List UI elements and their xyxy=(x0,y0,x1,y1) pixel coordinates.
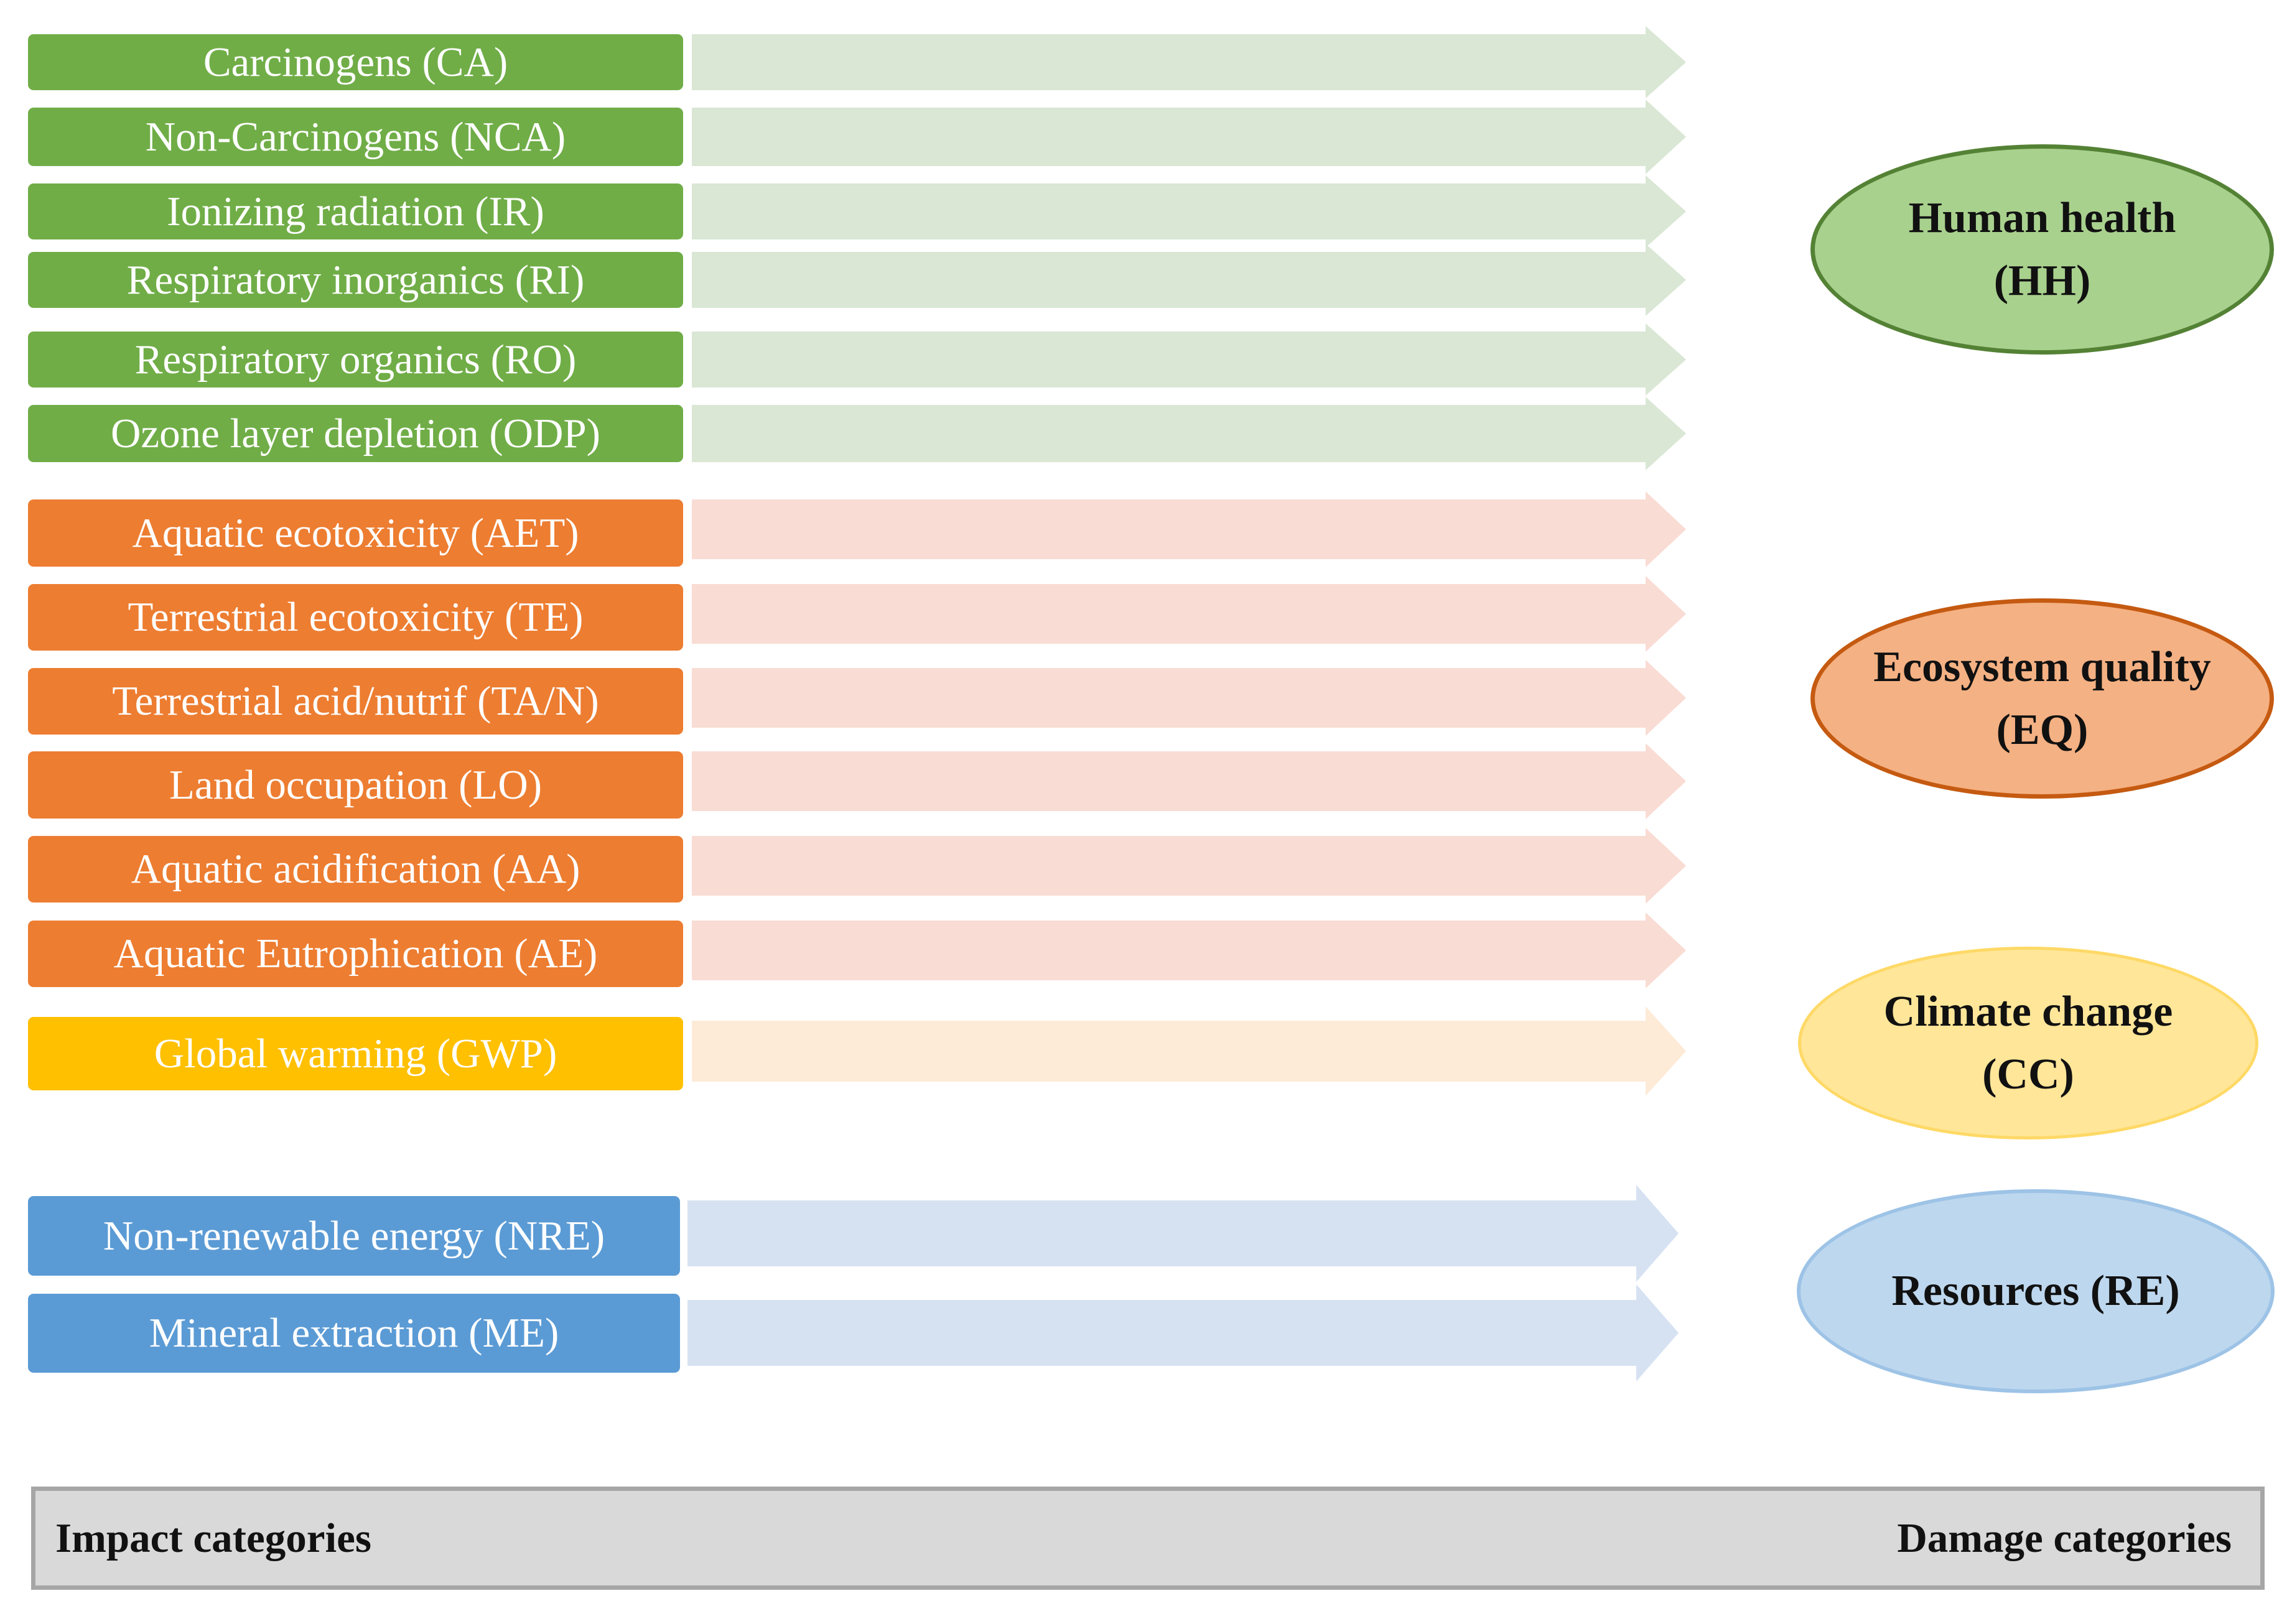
damage-human-health-name: Human health xyxy=(1908,193,2176,242)
damage-climate-change-code: (CC) xyxy=(1982,1051,2074,1098)
damage-ecosystem-quality-code: (EQ) xyxy=(1996,706,2089,754)
category-legend-bar: Impact categories Damage categories xyxy=(31,1487,2265,1590)
arrow-terrestrial-acid-nutrif xyxy=(692,660,1686,736)
arrow-respiratory-inorganics xyxy=(692,244,1686,316)
impact-land-occupation: Land occupation (LO) xyxy=(28,751,683,819)
arrow-non-carcinogens xyxy=(692,100,1686,174)
damage-ecosystem-quality: Ecosystem quality (EQ) xyxy=(1810,598,2274,799)
damage-climate-change: Climate change (CC) xyxy=(1798,947,2258,1139)
impact-ionizing-radiation: Ionizing radiation (IR) xyxy=(28,183,683,239)
arrow-mineral-extraction xyxy=(687,1284,1679,1381)
impact-aquatic-ecotoxicity: Aquatic ecotoxicity (AET) xyxy=(28,499,683,567)
impact-respiratory-inorganics: Respiratory inorganics (RI) xyxy=(28,252,683,308)
impact-ozone-depletion: Ozone layer depletion (ODP) xyxy=(28,405,683,462)
impact-terrestrial-acid-nutrif: Terrestrial acid/nutrif (TA/N) xyxy=(28,668,683,735)
arrow-respiratory-organics xyxy=(692,323,1686,396)
damage-resources-name: Resources (RE) xyxy=(1891,1267,2180,1315)
damage-categories-label: Damage categories xyxy=(1897,1515,2232,1561)
impact-categories-label: Impact categories xyxy=(55,1515,371,1561)
impact-global-warming: Global warming (GWP) xyxy=(28,1017,683,1090)
impact-non-carcinogens: Non-Carcinogens (NCA) xyxy=(28,108,683,166)
impact-terrestrial-ecotoxicity: Terrestrial ecotoxicity (TE) xyxy=(28,584,683,651)
arrow-terrestrial-ecotoxicity xyxy=(692,576,1686,652)
damage-ecosystem-quality-name: Ecosystem quality xyxy=(1873,643,2211,691)
arrow-global-warming xyxy=(692,1006,1686,1096)
arrow-carcinogens xyxy=(692,26,1686,98)
impact-respiratory-organics: Respiratory organics (RO) xyxy=(28,332,683,387)
arrow-ionizing-radiation xyxy=(692,175,1686,248)
arrow-land-occupation xyxy=(692,743,1686,819)
damage-human-health: Human health (HH) xyxy=(1810,144,2274,355)
impact-carcinogens: Carcinogens (CA) xyxy=(28,34,683,90)
arrow-aquatic-ecotoxicity xyxy=(692,491,1686,567)
impact-mineral-extraction: Mineral extraction (ME) xyxy=(28,1294,680,1373)
arrow-aquatic-eutrophication xyxy=(692,912,1686,988)
damage-human-health-code: (HH) xyxy=(1993,257,2091,305)
impact-aquatic-acidification: Aquatic acidification (AA) xyxy=(28,836,683,902)
damage-climate-change-name: Climate change xyxy=(1883,987,2173,1036)
arrow-aquatic-acidification xyxy=(692,828,1686,904)
impact-aquatic-eutrophication: Aquatic Eutrophication (AE) xyxy=(28,921,683,987)
arrow-ozone-depletion xyxy=(692,397,1686,470)
arrow-non-renewable-energy xyxy=(687,1185,1679,1282)
impact-non-renewable-energy: Non-renewable energy (NRE) xyxy=(28,1196,680,1276)
damage-resources: Resources (RE) xyxy=(1797,1189,2275,1393)
